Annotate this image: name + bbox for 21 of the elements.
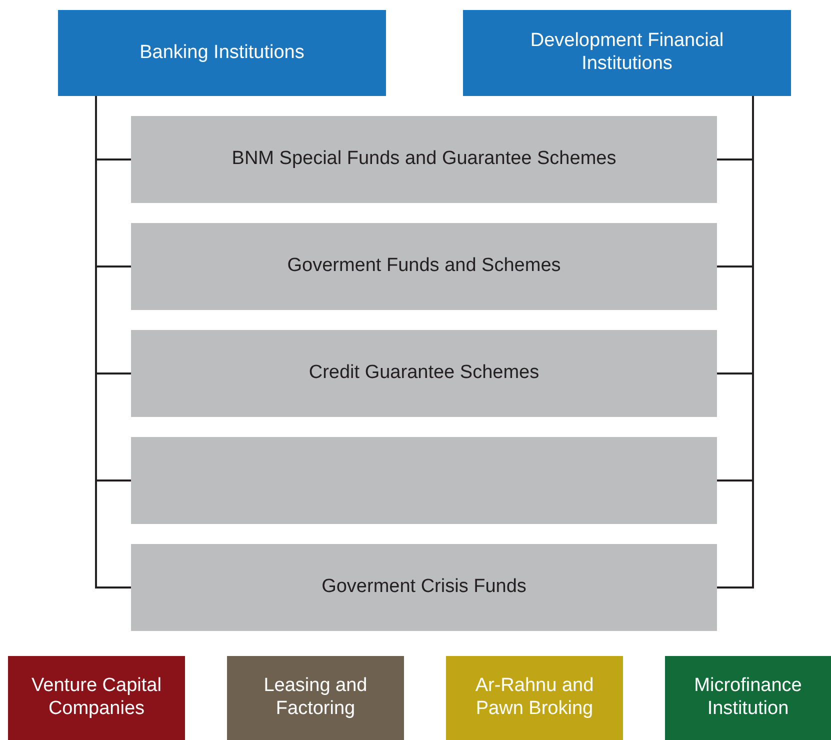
category-box <box>227 656 404 740</box>
box-label: Development Financial Institutions <box>529 30 725 76</box>
scheme-box <box>131 223 717 310</box>
box-label: BNM Special Funds and Guarantee Schemes <box>232 148 616 171</box>
box-label: Microfinance Institution <box>693 675 803 721</box>
scheme-box <box>131 437 717 524</box>
box-label: Venture Capital Companies <box>30 675 162 721</box>
box-label: Goverment Crisis Funds <box>322 576 526 599</box>
category-box <box>463 10 791 96</box>
scheme-box <box>131 116 717 203</box>
box-label: Leasing and Factoring <box>262 675 368 721</box>
category-box <box>665 656 831 740</box>
scheme-box <box>131 330 717 417</box>
category-box <box>446 656 623 740</box>
category-box <box>8 656 185 740</box>
box-label: Ar-Rahnu and Pawn Broking <box>474 675 595 721</box>
box-label: Banking Institutions <box>140 42 304 64</box>
category-box <box>58 10 386 96</box>
box-label: Goverment Funds and Schemes <box>287 255 561 278</box>
scheme-box <box>131 544 717 631</box>
box-label: Credit Guarantee Schemes <box>308 362 540 385</box>
